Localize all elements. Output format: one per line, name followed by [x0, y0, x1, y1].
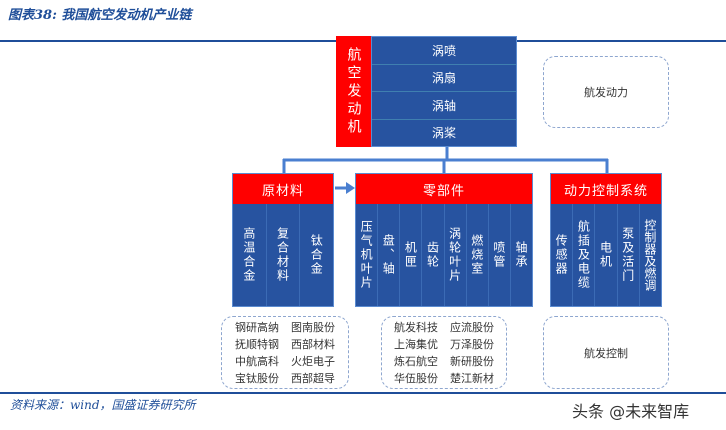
category-item: 齿轮 — [422, 204, 445, 306]
category-item: 传感器 — [551, 204, 574, 306]
company: 炼石航空 — [394, 355, 438, 368]
source-note: 资料来源：wind，国盛证券研究所 — [10, 398, 196, 412]
company: 华伍股份 — [394, 372, 438, 385]
category-components: 零部件 压气机叶片 盘、轴 机匣 齿轮 涡轮叶片 燃烧室 喷管 轴承 — [355, 173, 533, 307]
company: 中航高科 — [235, 355, 279, 368]
company: 上海集优 — [394, 338, 438, 351]
engine-type: 涡喷 — [372, 37, 516, 65]
company: 楚江新材 — [450, 372, 494, 385]
engine-types: 涡喷 涡扇 涡轴 涡桨 — [371, 36, 517, 147]
category-header: 原材料 — [233, 174, 333, 204]
category-item: 控制器及燃调 — [642, 219, 657, 291]
category-header: 零部件 — [356, 174, 532, 204]
engine-type: 涡扇 — [372, 65, 516, 92]
raw-materials-companies: 钢研高纳 图南股份 抚顺特钢 西部材料 中航高科 火炬电子 宝钛股份 西部超导 — [221, 316, 349, 389]
category-item: 航插及电缆 — [573, 204, 596, 306]
engine-companies-box: 航发动力 — [543, 56, 669, 128]
company: 航发科技 — [394, 321, 438, 334]
category-item: 轴承 — [513, 241, 528, 269]
category-item: 电机 — [595, 204, 618, 306]
watermark: 头条 @未来智库 — [572, 402, 690, 421]
company: 应流股份 — [450, 321, 494, 334]
category-item: 盘、轴 — [378, 204, 401, 306]
company: 图南股份 — [291, 321, 335, 334]
company: 新研股份 — [450, 355, 494, 368]
company: 火炬电子 — [291, 355, 335, 368]
company: 航发控制 — [584, 346, 628, 360]
category-item: 复合材料 — [267, 204, 301, 306]
category-control-systems: 动力控制系统 传感器 航插及电缆 电机 泵及活门 控制器及燃调 — [550, 173, 662, 307]
category-item: 泵及活门 — [618, 204, 640, 306]
components-companies: 航发科技 应流股份 上海集优 万泽股份 炼石航空 新研股份 华伍股份 楚江新材 — [381, 316, 507, 389]
control-companies: 航发控制 — [543, 316, 669, 389]
category-item: 压气机叶片 — [356, 204, 379, 306]
bottom-divider — [0, 392, 726, 394]
category-raw-materials: 原材料 高温合金 复合材料 钛合金 — [232, 173, 334, 307]
company: 西部超导 — [291, 372, 335, 385]
company: 钢研高纳 — [235, 321, 279, 334]
engine-type: 涡桨 — [431, 126, 456, 141]
category-item: 高温合金 — [233, 204, 267, 306]
figure-title: 图表38: 我国航空发动机产业链 — [8, 8, 192, 23]
category-item: 机匣 — [400, 204, 423, 306]
category-header: 动力控制系统 — [551, 174, 661, 204]
company: 西部材料 — [291, 338, 335, 351]
category-item: 喷管 — [489, 204, 511, 306]
engine-label: 航空发动机 — [336, 36, 371, 147]
company: 万泽股份 — [450, 338, 494, 351]
engine-companies: 航发动力 — [584, 86, 628, 99]
arrow-icon — [346, 182, 355, 194]
category-item: 钛合金 — [309, 234, 324, 276]
category-item: 燃烧室 — [467, 204, 489, 306]
company: 抚顺特钢 — [235, 338, 279, 351]
engine-type: 涡轴 — [372, 92, 516, 120]
category-item: 涡轮叶片 — [445, 204, 467, 306]
company: 宝钛股份 — [235, 372, 279, 385]
